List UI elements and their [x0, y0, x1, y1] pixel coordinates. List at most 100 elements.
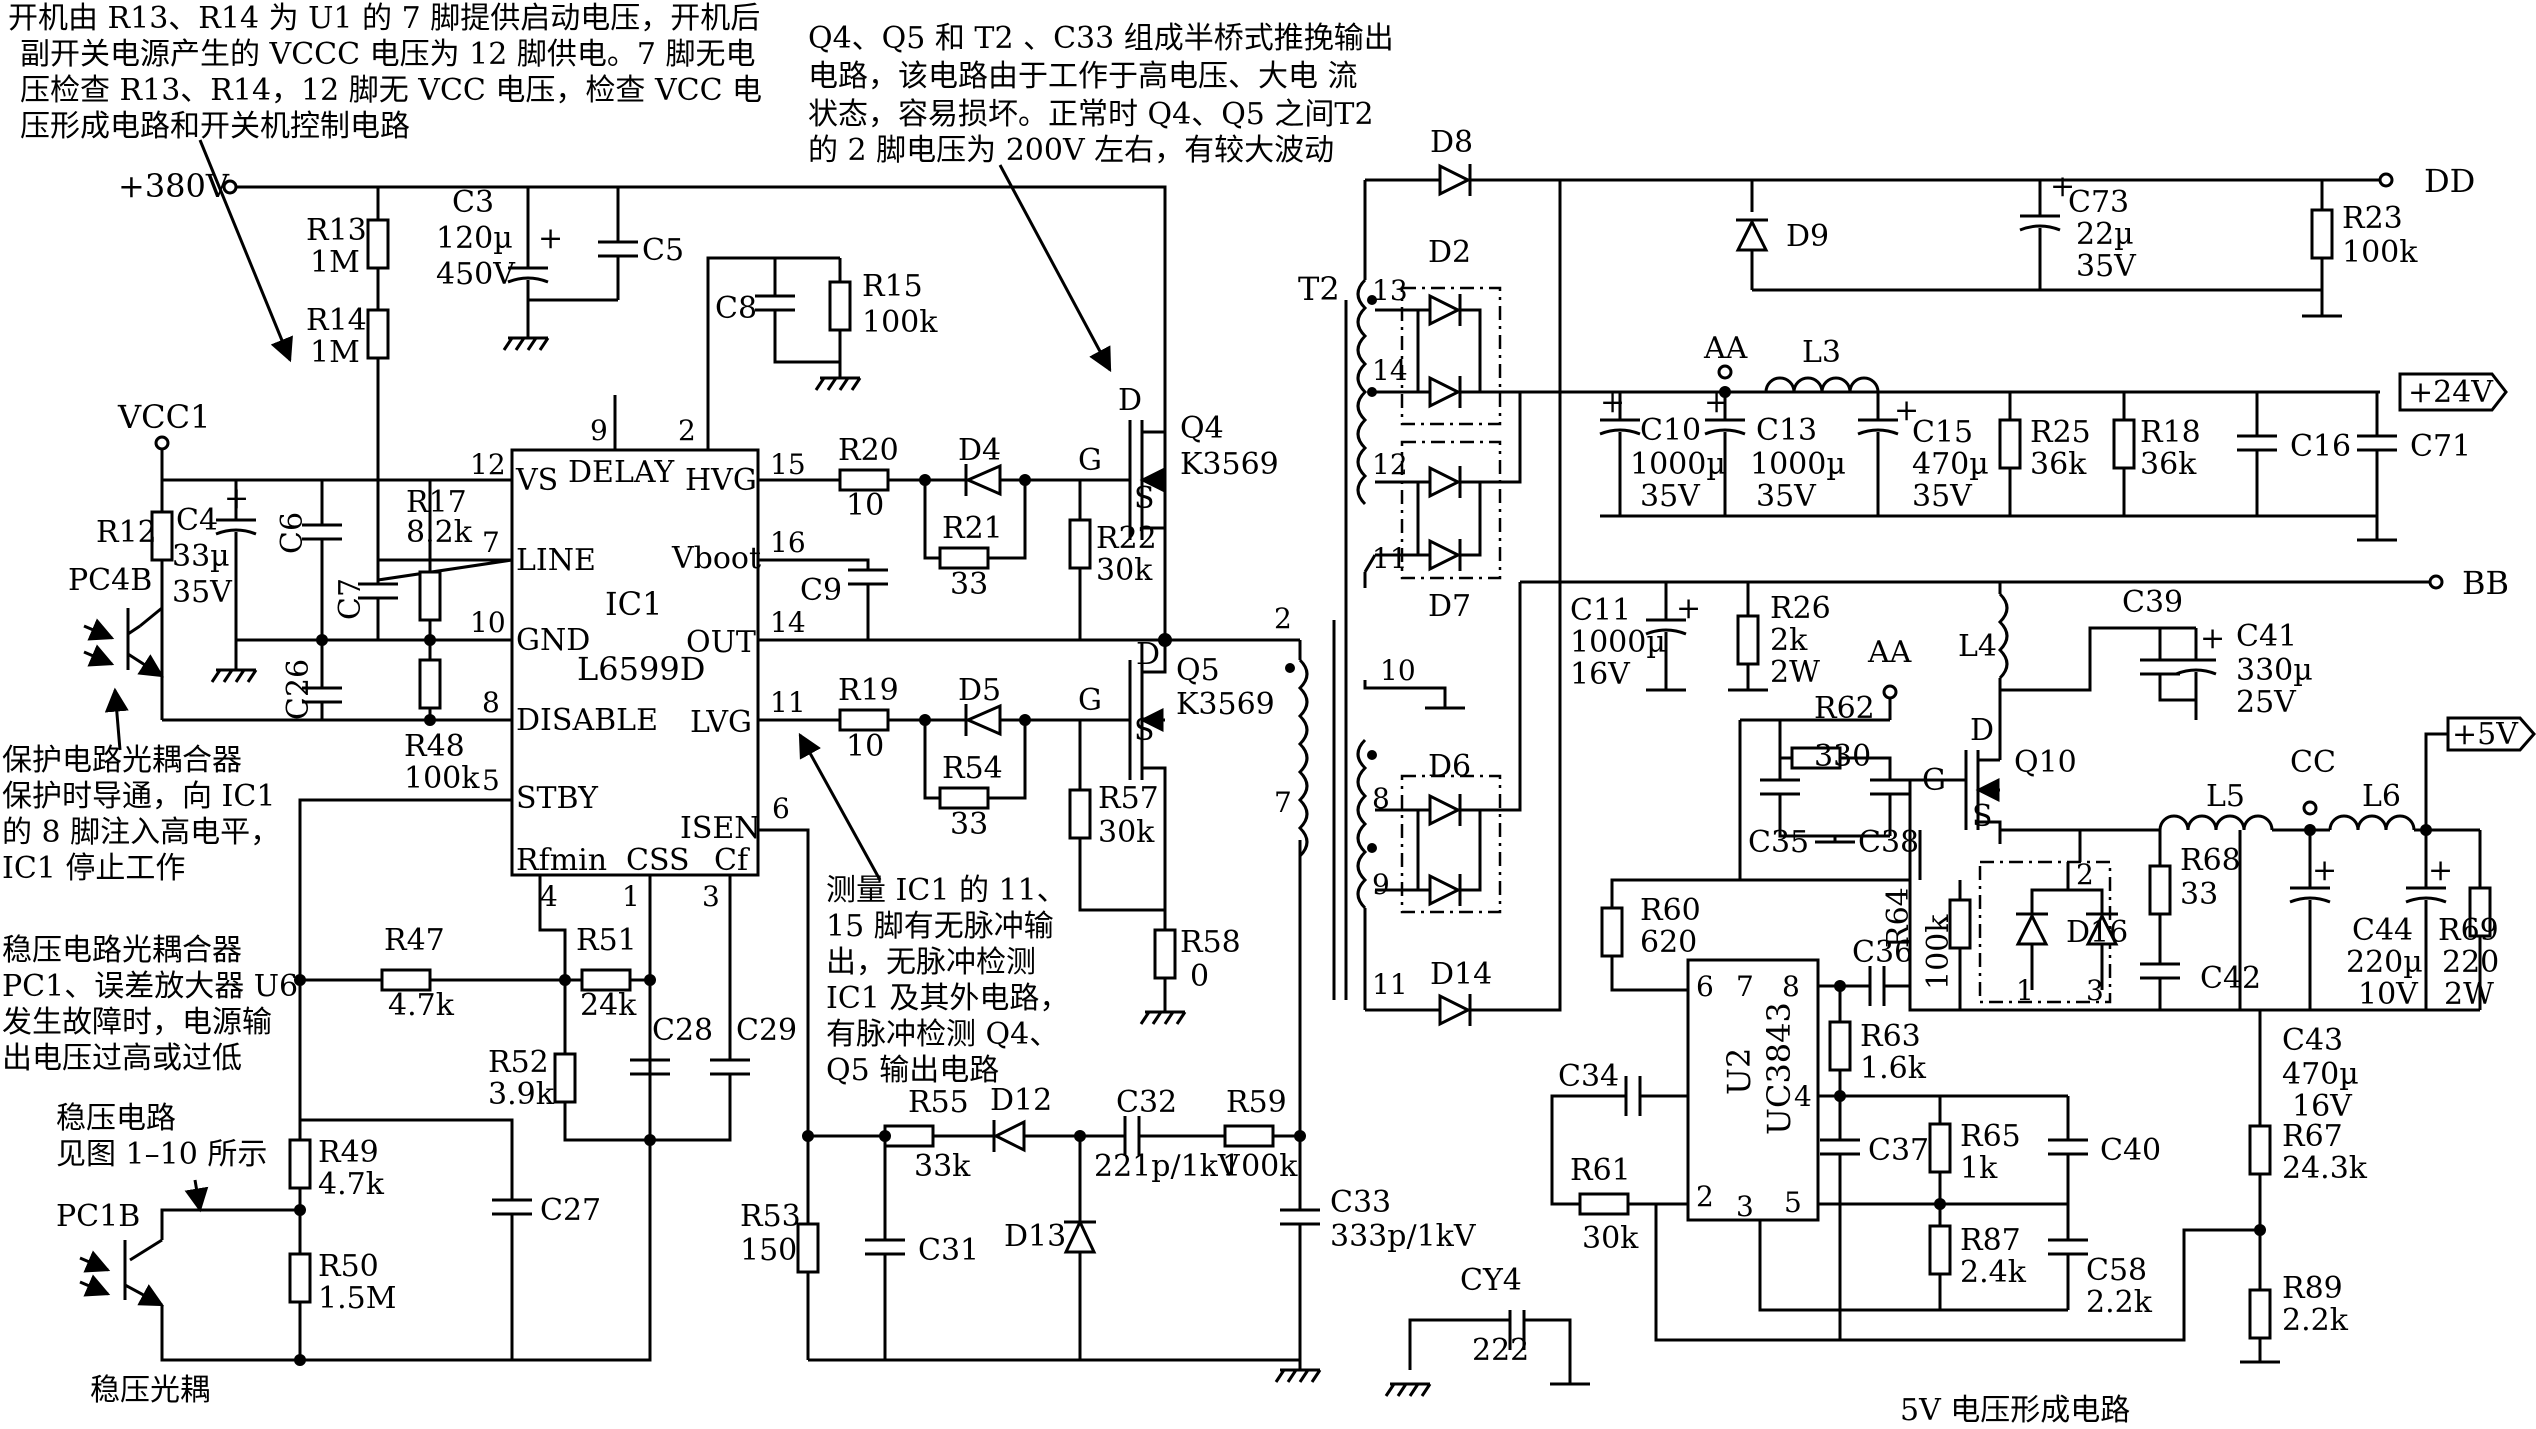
ground-c3 — [502, 300, 550, 351]
svg-text:4: 4 — [540, 880, 558, 913]
svg-text:33k: 33k — [914, 1149, 971, 1184]
svg-text:33µ: 33µ — [172, 539, 230, 574]
svg-text:35V: 35V — [1756, 479, 1817, 514]
svg-text:C29: C29 — [736, 1013, 797, 1048]
svg-text:36k: 36k — [2140, 447, 2197, 482]
u2-network: R60 620 C36 R63 1.6k C37 R65 1k R87 2.4k — [1550, 878, 2260, 1342]
svg-text:2W: 2W — [2444, 977, 2494, 1012]
c43-c44-r69: + + C44 220µ 10V R69 220 2W C43 470µ 16V — [2240, 830, 2499, 1126]
bb-rail: BB + C11 1000µ 16V R26 2k 2W — [1570, 564, 2509, 692]
svg-text:+: + — [2200, 621, 2225, 656]
svg-text:IC1 停止工作: IC1 停止工作 — [2, 851, 185, 886]
ic1-part: L6599D — [577, 650, 705, 688]
svg-text:CC: CC — [2290, 745, 2336, 780]
svg-text:CSS: CSS — [626, 843, 690, 878]
svg-text:R23: R23 — [2342, 201, 2403, 236]
svg-text:+24V: +24V — [2408, 375, 2494, 410]
svg-text:4: 4 — [1794, 1080, 1812, 1113]
svg-text:1000µ: 1000µ — [1750, 447, 1846, 482]
svg-text:见图 1–10 所示: 见图 1–10 所示 — [56, 1137, 267, 1172]
svg-text:15 脚有无脉冲输: 15 脚有无脉冲输 — [826, 909, 1054, 944]
svg-text:+: + — [1600, 385, 1625, 420]
svg-text:333p/1kV: 333p/1kV — [1330, 1219, 1477, 1254]
svg-text:D16: D16 — [2066, 915, 2128, 950]
svg-text:副开关电源产生的 VCCC 电压为 12 脚供电。7 脚无电: 副开关电源产生的 VCCC 电压为 12 脚供电。7 脚无电 — [20, 37, 755, 72]
svg-text:R22: R22 — [1096, 521, 1157, 556]
svg-text:C58: C58 — [2086, 1253, 2147, 1288]
svg-text:R17: R17 — [406, 485, 467, 520]
annotation-top-left: 开机由 R13、R14 为 U1 的 7 脚提供启动电压，开机后 副开关电源产生… — [8, 1, 762, 144]
svg-text:1.5M: 1.5M — [318, 1281, 396, 1316]
rail-vcc1: VCC1 — [117, 398, 512, 482]
svg-text:11: 11 — [770, 686, 806, 719]
svg-text:35V: 35V — [1912, 479, 1973, 514]
resistor-r53: R53 150 — [740, 1199, 820, 1274]
svg-text:10: 10 — [1380, 654, 1416, 687]
svg-text:D: D — [1136, 637, 1160, 672]
svg-text:PC1B: PC1B — [56, 1199, 140, 1234]
svg-text:的 8 脚注入高电平，: 的 8 脚注入高电平， — [2, 815, 280, 850]
svg-text:8: 8 — [482, 686, 500, 719]
svg-text:100k: 100k — [404, 761, 480, 796]
capacitor-c3: + C3 120µ 450V — [436, 185, 563, 320]
svg-text:2.2k: 2.2k — [2086, 1285, 2153, 1320]
svg-text:有脉冲检测 Q4、: 有脉冲检测 Q4、 — [826, 1017, 1059, 1052]
svg-text:1k: 1k — [1960, 1151, 1998, 1186]
svg-text:8: 8 — [1782, 970, 1800, 1003]
l5-l6-output: L5 CC L6 +5V — [1918, 716, 2536, 880]
svg-text:14: 14 — [770, 606, 806, 639]
svg-text:STBY: STBY — [516, 781, 599, 816]
svg-text:35V: 35V — [172, 575, 233, 610]
svg-text:C36: C36 — [1852, 935, 1913, 970]
svg-text:CY4: CY4 — [1460, 1263, 1522, 1298]
svg-text:Q10: Q10 — [2014, 745, 2077, 780]
svg-text:G: G — [1078, 443, 1102, 478]
svg-text:R89: R89 — [2282, 1271, 2343, 1306]
svg-text:Vboot: Vboot — [671, 541, 761, 576]
svg-text:L6: L6 — [2362, 779, 2401, 814]
optocoupler-pc4b: PC4B — [68, 563, 165, 720]
svg-text:16V: 16V — [2292, 1089, 2353, 1124]
svg-text:D: D — [1118, 383, 1142, 418]
svg-text:R21: R21 — [942, 511, 1003, 546]
diode-d7: D7 — [1363, 390, 2380, 624]
svg-text:C34: C34 — [1558, 1059, 1619, 1094]
svg-text:开机由 R13、R14 为 U1 的 7 脚提供启动电压，开: 开机由 R13、R14 为 U1 的 7 脚提供启动电压，开机后 — [8, 1, 760, 36]
hvg-drive: R20 10 D4 R21 33 — [758, 433, 1080, 602]
svg-text:S: S — [1134, 713, 1155, 748]
svg-text:470µ: 470µ — [1912, 447, 1989, 482]
svg-text:G: G — [1078, 683, 1102, 718]
svg-text:100k: 100k — [862, 305, 938, 340]
svg-text:GND: GND — [516, 623, 590, 658]
svg-text:S: S — [1972, 799, 1993, 834]
mosfet-q4: G D S Q4 K3569 — [1078, 187, 1279, 560]
svg-text:D4: D4 — [958, 433, 1001, 468]
svg-text:R64: R64 — [1881, 887, 1916, 948]
svg-text:3: 3 — [1736, 1190, 1754, 1223]
svg-text:C6: C6 — [275, 512, 310, 554]
svg-text:C5: C5 — [642, 233, 684, 268]
svg-text:LINE: LINE — [516, 543, 596, 578]
svg-text:C35: C35 — [1748, 825, 1809, 860]
capacitor-c9: C9 — [758, 558, 1300, 642]
svg-text:DELAY: DELAY — [568, 455, 675, 490]
svg-text:ISEN: ISEN — [680, 811, 761, 846]
svg-text:2: 2 — [1696, 1180, 1714, 1213]
svg-text:D13: D13 — [1004, 1219, 1066, 1254]
svg-text:1M: 1M — [310, 245, 360, 280]
resistor-r22: R22 30k — [1068, 480, 1172, 647]
svg-text:C40: C40 — [2100, 1133, 2161, 1168]
svg-text:电路，该电路由于工作于高电压、大电 流: 电路，该电路由于工作于高电压、大电 流 — [808, 59, 1358, 94]
svg-text:3: 3 — [2086, 974, 2104, 1007]
svg-text:330: 330 — [1814, 739, 1871, 774]
svg-text:2.4k: 2.4k — [1960, 1255, 2027, 1290]
annotation-top-middle: Q4、Q5 和 T2 、C33 组成半桥式推挽输出 电路，该电路由于工作于高电压… — [808, 21, 1394, 168]
svg-text:Cf: Cf — [714, 843, 750, 878]
svg-text:压形成电路和开关机控制电路: 压形成电路和开关机控制电路 — [20, 109, 410, 144]
svg-text:220: 220 — [2442, 945, 2499, 980]
resistor-r12: R12 — [96, 480, 174, 590]
svg-text:D12: D12 — [990, 1083, 1052, 1118]
svg-text:33: 33 — [950, 807, 988, 842]
svg-text:1M: 1M — [310, 335, 360, 370]
u2-name: U2 — [1720, 1048, 1758, 1095]
